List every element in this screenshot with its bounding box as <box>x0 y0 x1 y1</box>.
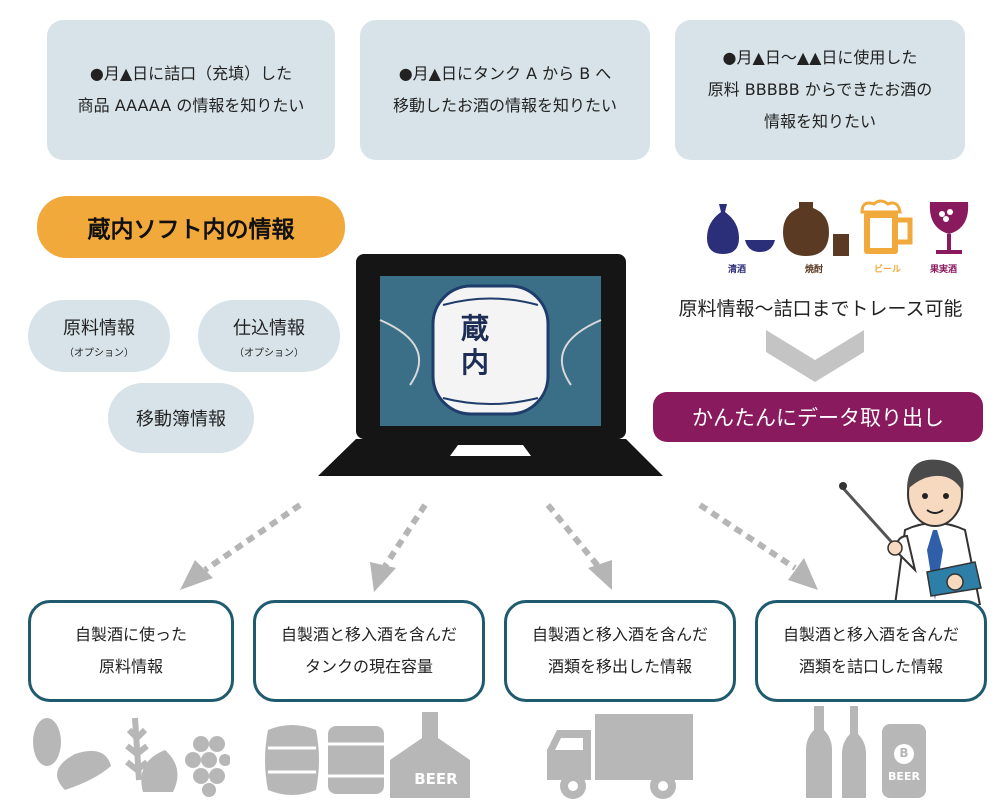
arrow-line-1 <box>205 505 300 570</box>
arrow-head-4 <box>788 558 818 590</box>
arrow-head-3 <box>588 560 612 590</box>
can-label: BEER <box>884 770 924 783</box>
truck-icon <box>545 710 695 802</box>
output-box-2: 自製酒と移入酒を含んだ タンクの現在容量 <box>253 600 485 702</box>
arrow-head-1 <box>180 560 213 590</box>
ingredients-icon <box>25 710 230 800</box>
output-box-4: 自製酒と移入酒を含んだ 酒類を詰口した情報 <box>755 600 987 702</box>
arrow-line-4 <box>700 505 795 568</box>
output-box-3: 自製酒と移入酒を含んだ 酒類を移出した情報 <box>504 600 736 702</box>
can-letter: B <box>896 746 912 760</box>
arrow-line-2 <box>385 505 425 566</box>
arrow-head-2 <box>370 562 396 592</box>
arrow-line-3 <box>548 505 598 566</box>
beer-tank-label: BEER <box>398 770 474 788</box>
output-box-1: 自製酒に使った 原料情報 <box>28 600 234 702</box>
